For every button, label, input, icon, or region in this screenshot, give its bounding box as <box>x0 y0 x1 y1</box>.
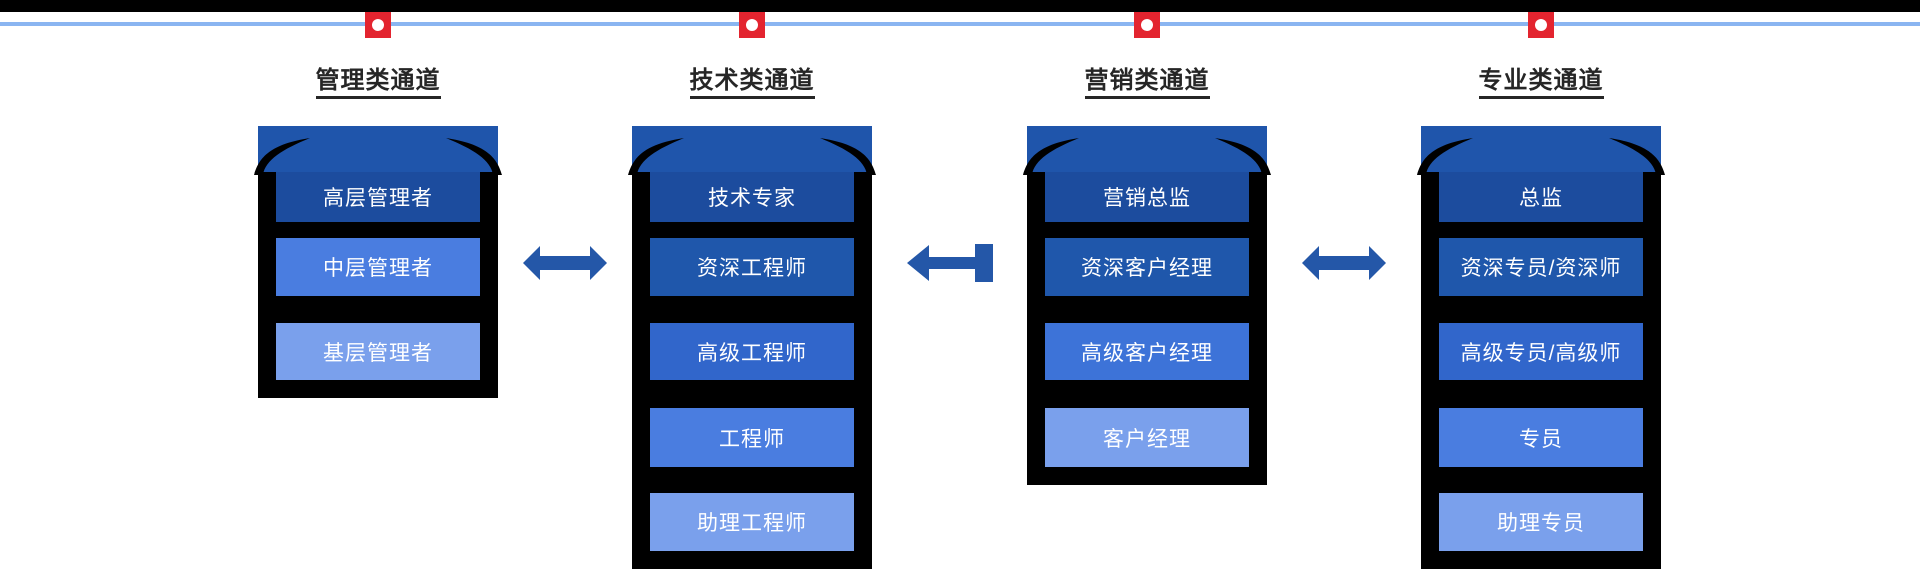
level-box: 技术专家 <box>650 172 854 222</box>
level-box: 总监 <box>1439 172 1643 222</box>
right-swoosh-wing-icon <box>1215 138 1271 175</box>
double-arrow-icon <box>523 246 607 285</box>
red-square-marker <box>1134 12 1160 38</box>
level-box: 高级工程师 <box>650 323 854 380</box>
level-label: 高层管理者 <box>323 187 433 210</box>
level-label: 资深客户经理 <box>1081 257 1213 280</box>
level-box: 营销总监 <box>1045 172 1249 222</box>
banner-top <box>1023 126 1271 175</box>
channel-title: 专业类通道 <box>1421 60 1661 99</box>
red-square-marker <box>1528 12 1554 38</box>
banner-top <box>254 126 502 175</box>
level-box: 助理工程师 <box>650 493 854 551</box>
level-box: 基层管理者 <box>276 323 480 380</box>
left-swoosh-wing-icon <box>254 138 310 175</box>
red-square-marker <box>365 12 391 38</box>
left-arrow-bar-icon <box>906 244 993 287</box>
channel-title-text: 专业类通道 <box>1478 60 1604 99</box>
level-label: 中层管理者 <box>323 257 433 280</box>
level-label: 营销总监 <box>1103 187 1191 210</box>
banner-top <box>1417 126 1665 175</box>
level-box: 专员 <box>1439 408 1643 467</box>
right-swoosh-wing-icon <box>820 138 876 175</box>
level-label: 高级工程师 <box>697 341 807 365</box>
left-swoosh-wing-icon <box>1417 138 1473 175</box>
channel-column-2: 技术类通道技术专家资深工程师高级工程师工程师助理工程师 <box>628 0 876 569</box>
left-swoosh-wing-icon <box>628 138 684 175</box>
level-box: 高级客户经理 <box>1045 323 1249 380</box>
channel-title-text: 营销类通道 <box>1084 60 1210 99</box>
level-box: 资深专员/资深师 <box>1439 238 1643 296</box>
level-box: 高级专员/高级师 <box>1439 323 1643 380</box>
channel-title-text: 管理类通道 <box>315 60 441 99</box>
level-box: 中层管理者 <box>276 238 480 296</box>
marker-white-dot <box>1535 19 1547 31</box>
level-label: 专员 <box>1519 427 1563 451</box>
channel-column-3: 营销类通道营销总监资深客户经理高级客户经理客户经理 <box>1023 0 1271 551</box>
channel-title-text: 技术类通道 <box>689 60 815 99</box>
red-square-marker <box>739 12 765 38</box>
level-box: 工程师 <box>650 408 854 467</box>
left-swoosh-wing-icon <box>1023 138 1079 175</box>
channel-title: 技术类通道 <box>632 60 872 99</box>
level-box: 资深工程师 <box>650 238 854 296</box>
top-black-bar <box>0 0 1920 12</box>
banner-top <box>628 126 876 175</box>
marker-white-dot <box>372 19 384 31</box>
level-label: 助理工程师 <box>697 512 807 535</box>
channel-title: 管理类通道 <box>258 60 498 99</box>
level-label: 资深专员/资深师 <box>1460 257 1622 280</box>
marker-white-dot <box>1141 19 1153 31</box>
level-box: 客户经理 <box>1045 408 1249 467</box>
level-label: 基层管理者 <box>323 341 433 365</box>
horizontal-blue-line <box>0 22 1920 26</box>
right-swoosh-wing-icon <box>1609 138 1665 175</box>
level-label: 工程师 <box>719 427 785 451</box>
channel-title: 营销类通道 <box>1027 60 1267 99</box>
level-box: 助理专员 <box>1439 493 1643 551</box>
level-label: 高级客户经理 <box>1081 341 1213 365</box>
channel-column-4: 专业类通道总监资深专员/资深师高级专员/高级师专员助理专员 <box>1417 0 1665 569</box>
double-arrow-icon <box>1302 246 1386 285</box>
marker-white-dot <box>746 19 758 31</box>
level-label: 资深工程师 <box>697 257 807 280</box>
level-label: 高级专员/高级师 <box>1460 341 1622 365</box>
right-swoosh-wing-icon <box>446 138 502 175</box>
level-box: 高层管理者 <box>276 172 480 222</box>
level-label: 助理专员 <box>1497 512 1585 535</box>
level-box: 资深客户经理 <box>1045 238 1249 296</box>
level-label: 客户经理 <box>1103 427 1191 451</box>
channel-column-1: 管理类通道高层管理者中层管理者基层管理者 <box>254 0 502 551</box>
level-label: 总监 <box>1519 187 1563 210</box>
level-label: 技术专家 <box>708 187 796 210</box>
